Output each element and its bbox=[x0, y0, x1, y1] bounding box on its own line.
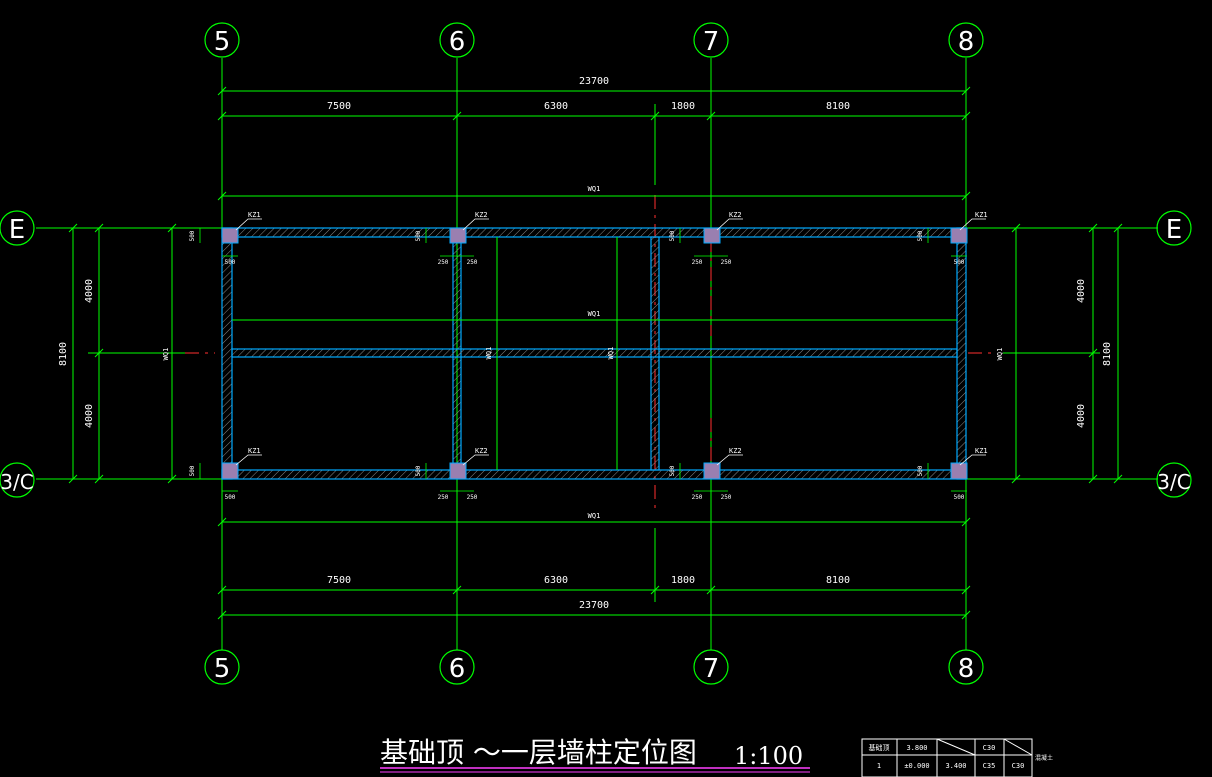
top-dim-1: 7500 bbox=[327, 101, 351, 112]
col-dim-tl-h: 500 bbox=[189, 230, 196, 241]
col-dim-bl-w: 500 bbox=[225, 494, 236, 501]
axis-3c-right: 3/C bbox=[1157, 470, 1190, 494]
column-label-5: KZ1 bbox=[248, 447, 261, 455]
top-dimensions bbox=[217, 86, 971, 201]
bottom-dim-4: 8100 bbox=[826, 575, 850, 586]
top-dim-4: 8100 bbox=[826, 101, 850, 112]
right-wall-label: WQ1 bbox=[996, 348, 1004, 361]
column-label-8: KZ1 bbox=[975, 447, 988, 455]
col-dim-6t-h: 500 bbox=[415, 230, 422, 241]
table-r2-c4: C35 bbox=[983, 762, 996, 770]
axis-e-left: E bbox=[9, 215, 25, 245]
table-r2-c1: 1 bbox=[877, 762, 881, 770]
axis-8-top: 8 bbox=[958, 27, 975, 57]
axis-6-bottom: 6 bbox=[449, 654, 466, 684]
col-dim-tr-h: 500 bbox=[917, 230, 924, 241]
bottom-dimensions bbox=[217, 517, 971, 620]
left-dim-1: 4000 bbox=[84, 279, 95, 303]
axis-8-bottom: 8 bbox=[958, 654, 975, 684]
bottom-dim-2: 6300 bbox=[544, 575, 568, 586]
col-dim-6b-l: 250 bbox=[438, 494, 449, 501]
axis-7-bottom: 7 bbox=[703, 654, 720, 684]
top-dim-3: 1800 bbox=[671, 101, 695, 112]
bottom-dim-3: 1800 bbox=[671, 575, 695, 586]
right-dim-1: 4000 bbox=[1076, 279, 1087, 303]
col-dim-bl-h: 500 bbox=[189, 465, 196, 476]
right-dim-2: 4000 bbox=[1076, 404, 1087, 428]
table-r2-c2: ±0.000 bbox=[904, 762, 929, 770]
inner-wall-label-a: WQ1 bbox=[485, 347, 493, 360]
left-total-dim: 8100 bbox=[58, 342, 69, 366]
table-r2-c5: C30 bbox=[1012, 762, 1025, 770]
col-dim-6t-r: 250 bbox=[467, 259, 478, 266]
col-dim-tl-w: 500 bbox=[225, 259, 236, 266]
drawing-scale: 1:100 bbox=[734, 742, 803, 770]
table-r1-c2: 3.800 bbox=[906, 744, 927, 752]
col-dim-7b-l: 250 bbox=[692, 494, 703, 501]
table-side-label: 混凝土 bbox=[1035, 754, 1053, 762]
axis-5-bottom: 5 bbox=[214, 654, 231, 684]
top-dim-2: 6300 bbox=[544, 101, 568, 112]
col-dim-6b-r: 250 bbox=[467, 494, 478, 501]
col-dim-7b-r: 250 bbox=[721, 494, 732, 501]
level-table bbox=[861, 738, 1033, 777]
col-dim-7t-l: 250 bbox=[692, 259, 703, 266]
left-wall-label: WQ1 bbox=[162, 348, 170, 361]
column-label-6: KZ2 bbox=[475, 447, 488, 455]
col-dim-br-w: 500 bbox=[954, 494, 965, 501]
inner-wall-label-b: WQ1 bbox=[607, 347, 615, 360]
right-dimensions bbox=[1003, 223, 1123, 484]
top-total-dim: 23700 bbox=[579, 76, 609, 87]
column-label-4: KZ1 bbox=[975, 211, 988, 219]
columns bbox=[221, 227, 968, 480]
col-dim-6b-h: 500 bbox=[415, 465, 422, 476]
axis-7-top: 7 bbox=[703, 27, 720, 57]
top-wall-label: WQ1 bbox=[588, 185, 601, 193]
table-r1-c1: 基础顶 bbox=[869, 743, 890, 752]
bottom-dim-1: 7500 bbox=[327, 575, 351, 586]
table-r2-c3: 3.400 bbox=[945, 762, 966, 770]
axis-6-top: 6 bbox=[449, 27, 466, 57]
column-leaders bbox=[235, 218, 986, 466]
axis-bubbles bbox=[0, 22, 1192, 685]
interior-lines bbox=[232, 237, 957, 470]
col-dim-7b-h: 500 bbox=[669, 465, 676, 476]
column-label-2: KZ2 bbox=[475, 211, 488, 219]
col-dim-7t-r: 250 bbox=[721, 259, 732, 266]
column-label-7: KZ2 bbox=[729, 447, 742, 455]
walls bbox=[221, 227, 967, 480]
right-total-dim: 8100 bbox=[1102, 342, 1113, 366]
axis-5-top: 5 bbox=[214, 27, 231, 57]
left-dim-2: 4000 bbox=[84, 404, 95, 428]
col-dim-tr-w: 500 bbox=[954, 259, 965, 266]
col-dim-br-h: 500 bbox=[917, 465, 924, 476]
bottom-wall-label: WQ1 bbox=[588, 512, 601, 520]
table-r1-c4: C30 bbox=[983, 744, 996, 752]
axis-e-right: E bbox=[1166, 215, 1182, 245]
column-label-1: KZ1 bbox=[248, 211, 261, 219]
inner-beam-label: WQ1 bbox=[588, 310, 601, 318]
drawing-title: 基础顶 ～一层墙柱定位图 bbox=[380, 736, 697, 769]
bottom-total-dim: 23700 bbox=[579, 600, 609, 611]
axis-3c-left: 3/C bbox=[0, 470, 33, 494]
column-dim-lines bbox=[199, 228, 967, 492]
col-dim-7t-h: 500 bbox=[669, 230, 676, 241]
column-label-3: KZ2 bbox=[729, 211, 742, 219]
left-dimensions bbox=[68, 223, 185, 484]
col-dim-6t-l: 250 bbox=[438, 259, 449, 266]
